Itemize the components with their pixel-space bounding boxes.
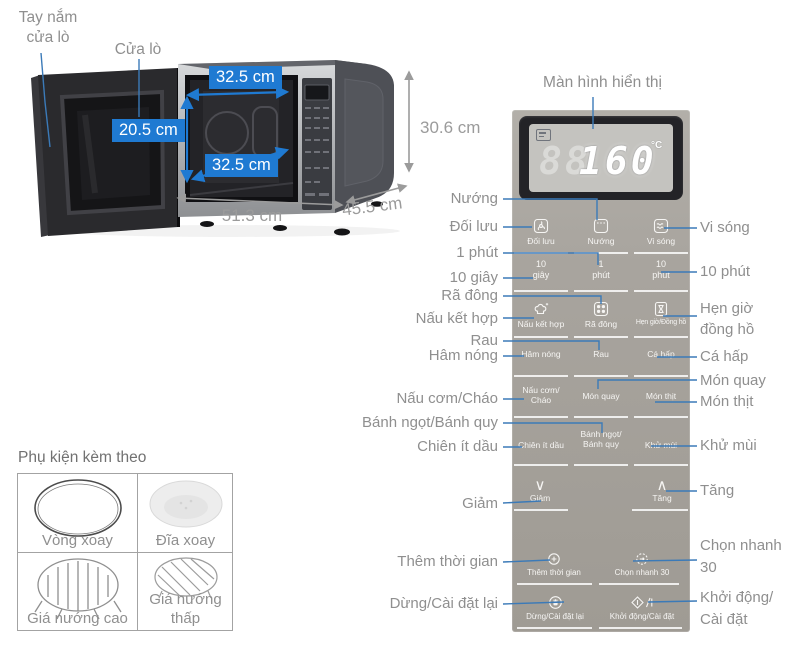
- inner-depth-badge: 32.5 cm: [205, 154, 278, 177]
- add-time-icon: [548, 553, 560, 565]
- callout-combi-cook: Nấu kết hợp: [415, 310, 498, 327]
- vegetables-button[interactable]: Rau: [593, 349, 609, 359]
- lcd: 88 160 °C: [529, 124, 673, 192]
- accessory-low-grill-rack: Giá nướng thấp: [138, 553, 233, 630]
- glass-plate-icon: [149, 480, 222, 528]
- pastry-cookie-button[interactable]: Bánh ngọt/ Bánh quy: [580, 429, 622, 450]
- chevron-down-icon: ∨: [534, 477, 546, 494]
- roast-button[interactable]: Món quay: [582, 391, 620, 401]
- quick-30-button[interactable]: Chọn nhanh 30: [600, 552, 684, 578]
- increase-button[interactable]: ∧ Tăng: [634, 478, 690, 503]
- callout-one-minute: 1 phút: [456, 244, 498, 261]
- display-mode-icon: [536, 129, 551, 141]
- accessory-high-grill-rack: Giá nướng cao: [18, 553, 138, 630]
- inner-height-badge: 20.5 cm: [112, 119, 185, 142]
- control-panel: 88 160 °C Đối lưu Nướng Vi: [512, 110, 690, 632]
- high-rack-icon: [33, 558, 122, 620]
- decrease-button[interactable]: ∨ Giảm: [512, 478, 568, 503]
- grill-button[interactable]: Nướng: [571, 218, 631, 246]
- fan-icon: [533, 218, 549, 234]
- stop-reset-button[interactable]: Dừng/Cài đặt lại: [515, 595, 595, 622]
- callout-defrost: Rã đông: [441, 287, 498, 304]
- callout-stop-reset: Dừng/Cài đặt lại: [389, 595, 498, 612]
- inner-width-badge: 32.5 cm: [209, 66, 282, 89]
- ten-minutes-button[interactable]: 10 phút: [652, 259, 670, 280]
- convection-button[interactable]: Đối lưu: [511, 218, 571, 246]
- start-set-button[interactable]: Khởi động/Cài đặt: [600, 595, 684, 622]
- defrost-button[interactable]: Rã đông: [571, 301, 631, 329]
- hourglass-icon: [654, 301, 668, 317]
- rotating-ring-icon: [33, 479, 122, 537]
- callout-air-fry: Chiên ít dầu: [417, 438, 498, 455]
- callout-start-set: Khởi động/ Cài đặt: [700, 589, 774, 628]
- deodorize-button[interactable]: Khử mùi: [644, 440, 678, 450]
- meat-button[interactable]: Món thịt: [645, 391, 677, 401]
- accessories-title: Phụ kiện kèm theo: [18, 449, 147, 466]
- ten-seconds-button[interactable]: 10 giây: [532, 259, 550, 280]
- steam-fish-button[interactable]: Cá hấp: [647, 349, 675, 359]
- callout-add-time: Thêm thời gian: [397, 553, 498, 570]
- callout-grill: Nướng: [450, 190, 498, 207]
- callout-increase: Tăng: [700, 482, 735, 499]
- door-label: Cửa lò: [114, 41, 162, 58]
- quick-30-icon: [636, 553, 648, 565]
- callout-steam-fish: Cá hấp: [700, 348, 749, 365]
- one-minute-button[interactable]: 1 phút: [592, 259, 610, 280]
- air-fry-button[interactable]: Chiên ít dầu: [518, 440, 564, 450]
- display-screen: 88 160 °C: [519, 116, 683, 200]
- timer-clock-button[interactable]: Hẹn giờ/Đồng hồ: [631, 301, 691, 327]
- callout-convection: Đối lưu: [449, 218, 498, 235]
- outer-width-dim: 51.3 cm: [221, 206, 283, 225]
- display-value: 160: [579, 139, 657, 183]
- callout-ten-seconds: 10 giây: [449, 269, 498, 286]
- display-ghost-digits: 88: [539, 139, 591, 183]
- callout-meat: Món thịt: [700, 393, 754, 410]
- open-door: [31, 68, 180, 237]
- callout-rice-porridge: Nấu cơm/Cháo: [396, 390, 498, 407]
- outer-height-dim: 30.6 cm: [420, 118, 481, 137]
- microwave-waves-icon: [653, 218, 669, 234]
- front-control-strip: [302, 78, 332, 210]
- accessories-panel: Vòng xoay Đĩa xoay Giá nướng cao: [17, 473, 233, 631]
- accessory-rotating-ring: Vòng xoay: [18, 474, 138, 553]
- callout-deodorize: Khử mùi: [700, 437, 757, 454]
- callout-ten-minutes: 10 phút: [700, 263, 751, 280]
- callout-quick-30: Chọn nhanh 30: [700, 537, 782, 576]
- outer-dimension-arrows: [176, 70, 414, 210]
- combi-cook-button[interactable]: Nấu kết hợp: [511, 301, 571, 329]
- callout-roast: Món quay: [700, 372, 766, 389]
- callout-vegetables: Rau: [470, 332, 498, 349]
- start-diamond-icon: [631, 596, 653, 609]
- stop-hand-icon: [548, 596, 562, 609]
- rice-porridge-button[interactable]: Nấu cơm/ Cháo: [522, 385, 560, 406]
- chef-hat-icon: [534, 303, 549, 315]
- callout-decrease: Giảm: [462, 495, 498, 512]
- accessory-turntable-plate: Đĩa xoay: [138, 474, 233, 553]
- grill-icon: [593, 218, 609, 234]
- callout-pastry-cookie: Bánh ngọt/Bánh quy: [362, 414, 498, 431]
- reheat-button[interactable]: Hâm nóng: [521, 349, 561, 359]
- door-handle-label: Tay nắm cửa lò: [18, 9, 78, 46]
- defrost-icon: [593, 301, 609, 317]
- display-unit: °C: [651, 140, 663, 151]
- callout-microwave: Vi sóng: [700, 219, 750, 236]
- callout-reheat: Hâm nóng: [428, 347, 498, 364]
- chevron-up-icon: ∧: [656, 477, 668, 494]
- add-time-button[interactable]: Thêm thời gian: [514, 552, 594, 578]
- microwave-button[interactable]: Vi sóng: [631, 218, 691, 246]
- low-rack-icon: [153, 557, 218, 599]
- callout-timer-clock: Hẹn giờ đồng hồ: [700, 300, 755, 338]
- display-label: Màn hình hiển thị: [543, 74, 662, 91]
